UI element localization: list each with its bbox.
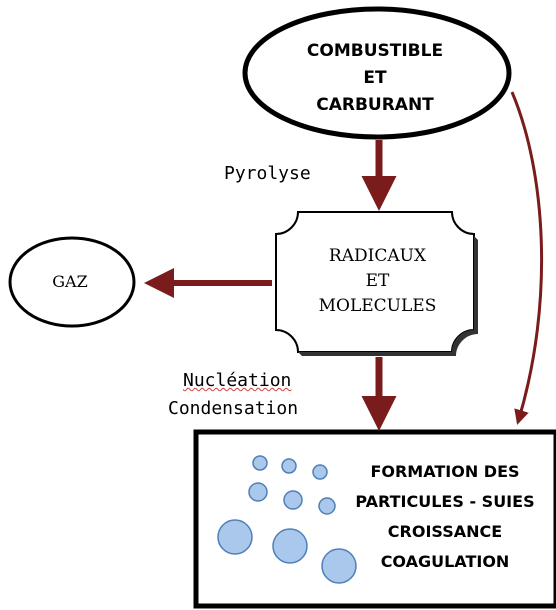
radicals-node-label: RADICAUX ET MOLECULES xyxy=(290,244,465,319)
radicals-line-3: MOLECULES xyxy=(318,296,437,316)
fuel-line-3: CARBURANT xyxy=(316,95,434,115)
particle xyxy=(281,458,297,474)
fuel-line-2: ET xyxy=(363,68,387,88)
particle xyxy=(252,455,268,471)
formation-line-2: PARTICULES - SUIES xyxy=(355,492,535,511)
radicals-line-2: ET xyxy=(365,271,390,291)
particle-cluster xyxy=(217,455,357,584)
particle xyxy=(248,482,268,502)
fuel-line-1: COMBUSTIBLE xyxy=(306,41,444,61)
condensation-label: Condensation xyxy=(168,398,299,419)
particle xyxy=(272,528,308,564)
gas-node-ellipse xyxy=(8,236,136,328)
pyrolysis-label: Pyrolyse xyxy=(224,163,311,184)
formation-line-3: CROISSANCE xyxy=(387,522,503,541)
fuel-node-label: COMBUSTIBLE ET CARBURANT xyxy=(270,38,480,119)
formation-node-label: FORMATION DES PARTICULES - SUIES CROISSA… xyxy=(340,457,550,577)
radicals-line-1: RADICAUX xyxy=(328,246,427,266)
particle xyxy=(217,519,253,555)
formation-line-1: FORMATION DES xyxy=(370,462,520,481)
particle xyxy=(283,490,303,510)
particle xyxy=(321,548,357,584)
particle xyxy=(312,464,328,480)
fuel-node-ellipse xyxy=(242,6,512,140)
gas-node-label: GAZ xyxy=(52,272,88,291)
particle xyxy=(318,497,336,515)
nucleation-label: Nucléation xyxy=(183,370,292,391)
formation-line-4: COAGULATION xyxy=(380,552,510,571)
arrow-fuel-to-formation xyxy=(510,91,544,425)
